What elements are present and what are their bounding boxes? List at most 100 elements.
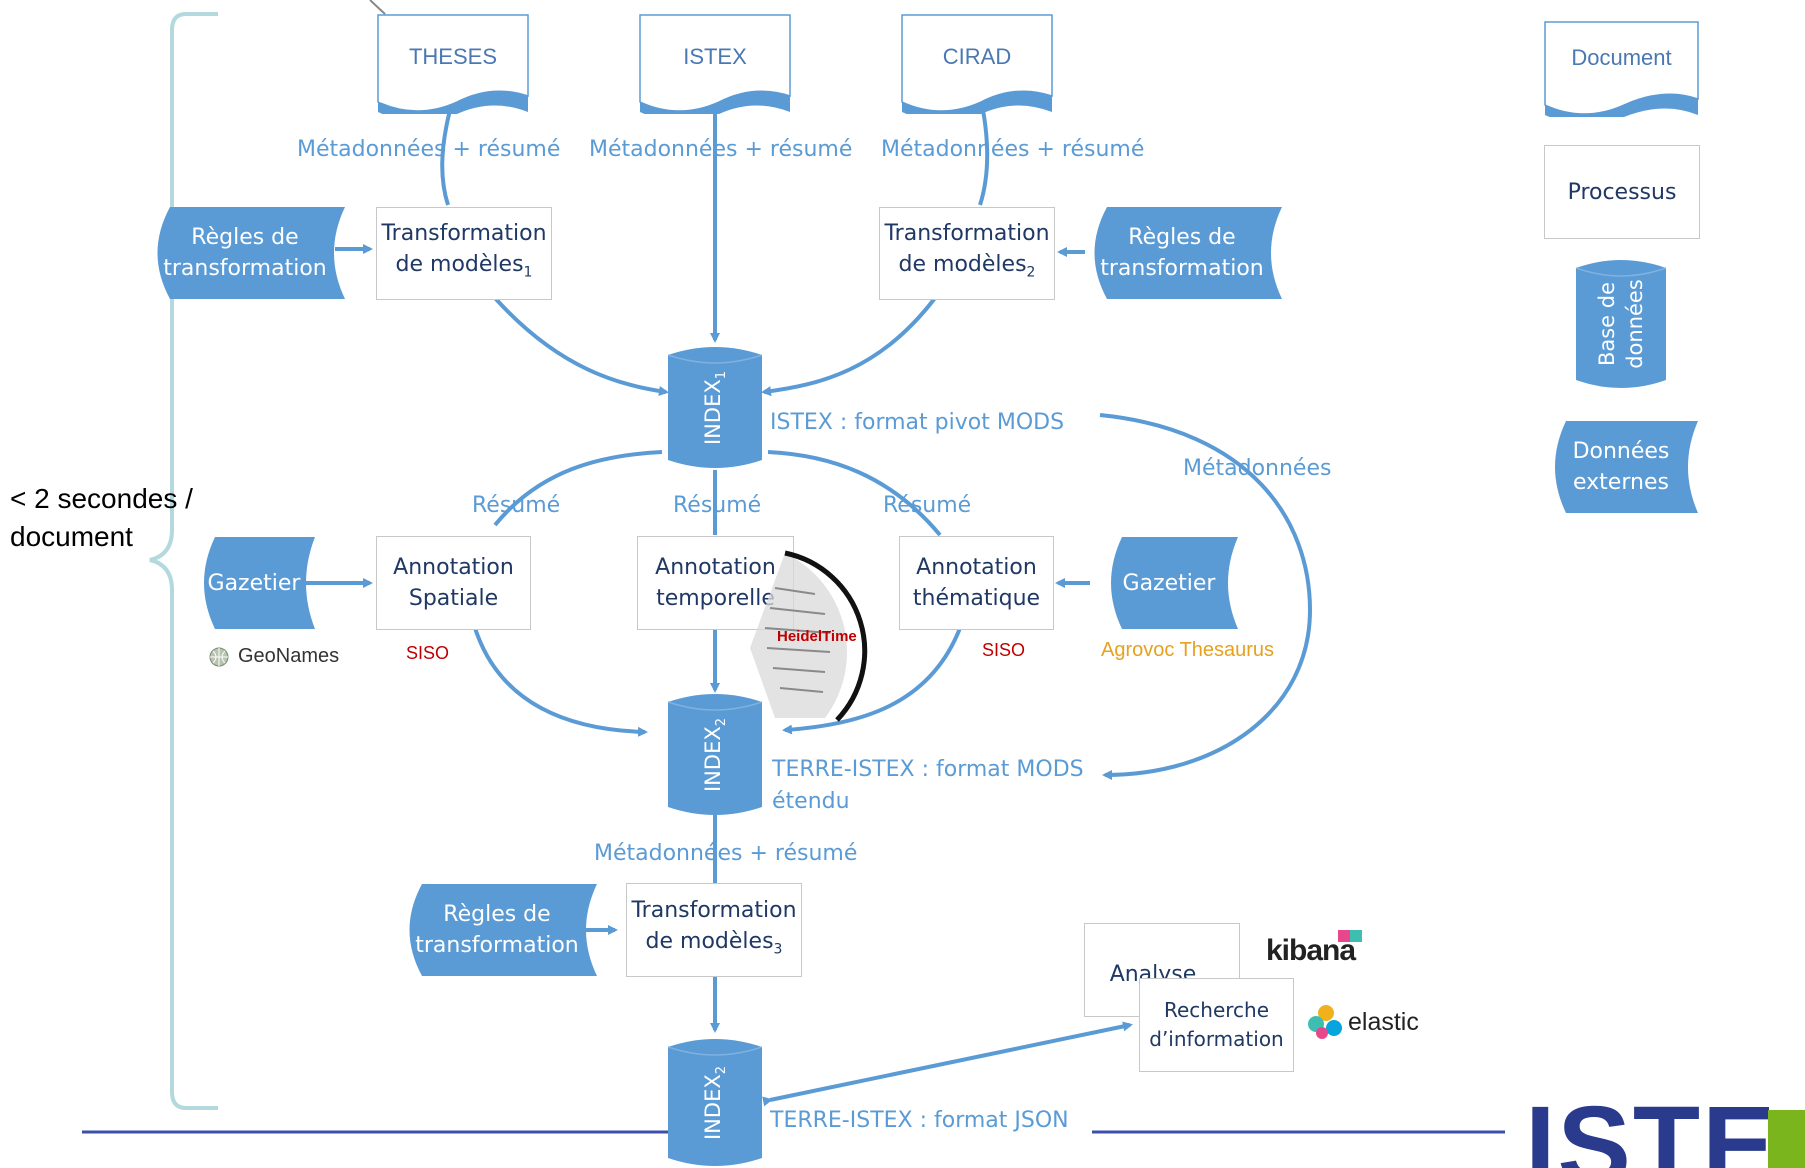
db-index-2-label: INDEX [700,725,725,792]
ext-rules-right-line2: transformation [1100,256,1264,281]
ext-gazetier-left: Gazetier [193,537,315,629]
process-thematic-line1: Annotation [916,555,1037,580]
db-index-1-label: INDEX [700,378,725,445]
doc-istex: ISTEX [639,14,791,114]
label-index2-note-line1: TERRE-ISTEX : format MODS [772,757,1084,782]
arrow-cirad-t2 [978,109,990,206]
process-recherche: Recherche d’information [1139,978,1294,1072]
process-search-line1: Recherche [1163,998,1270,1022]
process-transform-3: Transformation de modèles3 [626,883,802,977]
legend-document-label: Document [1571,45,1672,70]
external-data-shape-icon [1555,421,1698,513]
arrow-t1-index1 [493,296,669,396]
process-search-line2: d’information [1149,1027,1284,1051]
document-shape-icon [377,14,529,114]
legend-external-line1: Données [1572,439,1670,464]
db-index-2: INDEX2 [668,692,762,817]
ext-rules-bottom-line1: Règles de [443,902,551,927]
kibana-label: kibana [1266,934,1356,967]
kibana-mark-icon [1338,930,1362,942]
db-index-3: INDEX2 [668,1037,762,1168]
arrow-t2-index1 [761,296,937,397]
doc-cirad-label: CIRAD [942,44,1012,69]
legend-database-line2: données [1623,279,1647,369]
process-transform-1-line1: Transformation [381,221,547,247]
arrow-theses-t1 [440,109,452,206]
ext-rules-left-line2: transformation [163,256,327,281]
top-pointer [369,0,386,15]
kibana-logo: kibana [1266,928,1366,973]
arrow-index1-spatial [493,450,663,527]
database-cylinder-icon [668,1039,762,1166]
flow-arrows [302,109,1313,1107]
process-transform-1-line2: de modèles [395,252,524,278]
heideltime-label: HeidelTime [777,628,857,645]
db-index-1-sub: 1 [714,370,730,379]
label-index3-note: TERRE-ISTEX : format JSON [770,1108,1069,1133]
label-index2-note: TERRE-ISTEX : format MODS étendu [772,754,1084,818]
process-transform-1-sub: 1 [523,264,533,281]
siso-label-left: SISO [406,643,450,663]
label-resume-temporal: Résumé [673,493,762,518]
process-annotation-thematique: Annotation thématique [899,536,1054,630]
elastic-label: elastic [1348,1008,1419,1036]
database-cylinder-icon [668,347,762,468]
db-index-2-sub: 2 [714,717,730,726]
istex-logo-text: ISTE [1525,1088,1778,1168]
curly-brace [149,12,218,1110]
external-data-shape-icon [1111,537,1238,629]
doc-theses: THESES [377,14,529,114]
ext-rules-right-line1: Règles de [1128,225,1236,250]
external-data-shape-icon [1094,207,1282,299]
arrow-index1-thematic [767,450,942,537]
legend-processus-label: Processus [1567,179,1677,205]
ext-rules-right: Règles de transformation [1082,207,1282,299]
db-index-1: INDEX1 [668,345,762,470]
label-index1-note: ISTEX : format pivot MODS [770,410,1065,435]
process-temporal-line2: temporelle [656,586,775,611]
process-spatial-line2: Spatiale [408,586,499,611]
process-transform-3-line1: Transformation [631,897,797,923]
database-cylinder-icon [668,694,762,815]
doc-theses-label: THESES [408,44,498,69]
agrovoc-label: Agrovoc Thesaurus [1101,639,1275,661]
ext-rules-bottom-line2: transformation [415,933,579,958]
heideltime-logo: HeidelTime [745,548,875,728]
process-transform-2-sub: 2 [1026,264,1036,281]
external-data-shape-icon [157,207,345,299]
external-data-shape-icon [409,884,597,976]
arrow-index3-search [762,1021,1133,1107]
database-cylinder-icon [1576,260,1666,388]
ext-rules-bottom: Règles de transformation [397,884,597,976]
label-index2-note-line2: étendu [772,789,850,814]
arrow-spatial-index2 [473,627,648,737]
process-transform-1: Transformation de modèles1 [376,207,552,300]
document-shape-icon [901,14,1053,114]
db-index-3-sub: 2 [714,1065,730,1074]
siso-label-right: SISO [982,640,1026,660]
label-meta-resume-index2: Métadonnées + résumé [594,841,858,866]
label-meta-resume-cirad: Métadonnées + résumé [881,137,1145,162]
process-thematic-line2: thématique [912,586,1041,611]
label-resume-spatial: Résumé [472,493,561,518]
legend-database: Base de données [1576,258,1666,390]
brace-label: < 2 secondes / document [10,483,193,552]
globe-icon [209,647,229,667]
arrow-thematic-index2 [782,627,962,735]
elastic-mark-icon [1308,1005,1342,1039]
label-metadonnees: Métadonnées [1183,456,1332,481]
process-transform-3-sub: 3 [773,941,783,958]
document-shape-icon [1544,21,1699,117]
process-transform-3-line2: de modèles [645,928,774,954]
ext-gazetier-left-label: Gazetier [207,570,301,596]
istex-logo-label: ISTE [1525,1088,1778,1168]
process-transform-2-line1: Transformation [884,221,1050,247]
external-data-shape-icon [204,537,315,629]
legend-database-line1: Base de [1595,281,1619,367]
label-resume-thematic: Résumé [883,493,972,518]
